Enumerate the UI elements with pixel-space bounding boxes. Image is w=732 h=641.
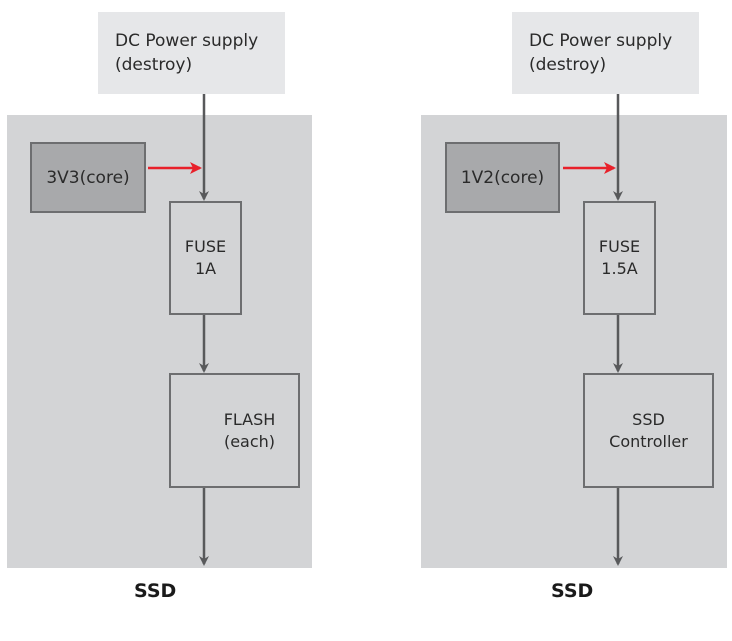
core-rail-label: 1V2(core) (460, 167, 545, 188)
supply-label-line2: (destroy) (115, 55, 193, 75)
fuse-label-line1: FUSE (184, 237, 227, 256)
load-label-line1: SSD (632, 409, 665, 429)
dc-power-supply-left: DC Power supply (destroy) (98, 12, 285, 94)
fuse-label-line1: FUSE (598, 237, 641, 256)
core-rail-right: 1V2(core) (445, 142, 560, 213)
load-label-line1: FLASH (223, 409, 276, 429)
supply-label-line1: DC Power supply (115, 31, 259, 51)
fuse-label-line2: 1A (194, 259, 217, 278)
ssd-caption-left: SSD (134, 580, 177, 602)
ssd-caption-right: SSD (551, 580, 594, 602)
flash-block: FLASH (each) (169, 373, 300, 488)
supply-label-line2: (destroy) (529, 55, 607, 75)
load-label-line2: Controller (609, 431, 688, 451)
core-rail-label: 3V3(core) (46, 167, 130, 188)
core-rail-left: 3V3(core) (30, 142, 146, 213)
dc-power-supply-right: DC Power supply (destroy) (512, 12, 699, 94)
fuse-label-line2: 1.5A (601, 259, 638, 278)
fuse-left: FUSE 1A (169, 201, 242, 315)
fuse-right: FUSE 1.5A (583, 201, 656, 315)
load-label-line2: (each) (223, 431, 276, 451)
supply-label-line1: DC Power supply (529, 31, 673, 51)
ssd-controller-block: SSD Controller (583, 373, 714, 488)
